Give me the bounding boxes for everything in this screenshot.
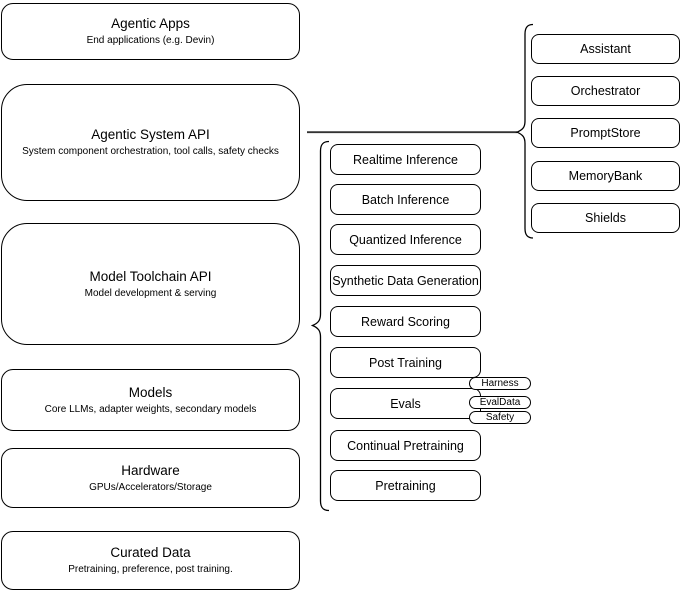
model-toolchain-api-box[interactable]: Model Toolchain API Model development & … [1,223,300,345]
assistant-label: Assistant [580,42,631,56]
agentic-apps-title: Agentic Apps [111,16,190,31]
reward-scoring-box[interactable]: Reward Scoring [330,306,481,337]
models-title: Models [128,384,173,400]
quantized-inference-box[interactable]: Quantized Inference [330,224,481,255]
evaldata-label: EvalData [479,397,521,408]
pretraining-label: Pretraining [375,478,436,493]
safety-label: Safety [485,412,515,423]
curated-data-box[interactable]: Curated Data Pretraining, preference, po… [1,531,300,590]
assistant-box[interactable]: Assistant [531,34,680,64]
hardware-title: Hardware [121,462,180,478]
shields-box[interactable]: Shields [531,203,680,233]
orchestrator-label: Orchestrator [570,84,641,98]
models-subtitle: Core LLMs, adapter weights, secondary mo… [44,403,257,415]
orchestrator-box[interactable]: Orchestrator [531,76,680,106]
memorybank-label: MemoryBank [568,169,643,183]
shields-label: Shields [585,211,626,225]
realtime-inference-box[interactable]: Realtime Inference [330,144,481,175]
agentic-system-api-subtitle: System component orchestration, tool cal… [22,146,279,157]
quantized-inference-label: Quantized Inference [349,232,462,247]
hardware-subtitle: GPUs/Accelerators/Storage [89,481,212,493]
agentic-system-api-title: Agentic System API [91,127,210,142]
promptstore-label: PromptStore [570,126,641,140]
promptstore-box[interactable]: PromptStore [531,118,680,148]
evaldata-pill[interactable]: EvalData [469,396,531,409]
batch-inference-label: Batch Inference [361,192,450,207]
curated-data-title: Curated Data [110,545,191,560]
model-toolchain-api-subtitle: Model development & serving [84,287,217,299]
pretraining-box[interactable]: Pretraining [330,470,481,501]
agentic-apps-box[interactable]: Agentic Apps End applications (e.g. Devi… [1,3,300,60]
post-training-box[interactable]: Post Training [330,347,481,378]
synthetic-data-generation-label: Synthetic Data Generation [332,273,479,288]
model-toolchain-api-title: Model Toolchain API [89,268,212,284]
harness-label: Harness [481,378,519,389]
reward-scoring-label: Reward Scoring [361,314,450,329]
toolchain-brace [310,140,330,512]
post-training-label: Post Training [369,355,442,370]
hardware-box[interactable]: Hardware GPUs/Accelerators/Storage [1,448,300,508]
models-box[interactable]: Models Core LLMs, adapter weights, secon… [1,369,300,431]
synthetic-data-generation-box[interactable]: Synthetic Data Generation [330,265,481,296]
evals-label: Evals [390,396,421,411]
evals-box[interactable]: Evals [330,388,481,419]
agentic-apps-subtitle: End applications (e.g. Devin) [86,35,215,46]
curated-data-subtitle: Pretraining, preference, post training. [68,564,233,575]
memorybank-box[interactable]: MemoryBank [531,161,680,191]
realtime-inference-label: Realtime Inference [353,152,458,167]
harness-pill[interactable]: Harness [469,377,531,390]
batch-inference-box[interactable]: Batch Inference [330,184,481,215]
continual-pretraining-box[interactable]: Continual Pretraining [330,430,481,461]
agentic-system-api-box[interactable]: Agentic System API System component orch… [1,84,300,201]
continual-pretraining-label: Continual Pretraining [347,438,464,453]
safety-pill[interactable]: Safety [469,411,531,424]
